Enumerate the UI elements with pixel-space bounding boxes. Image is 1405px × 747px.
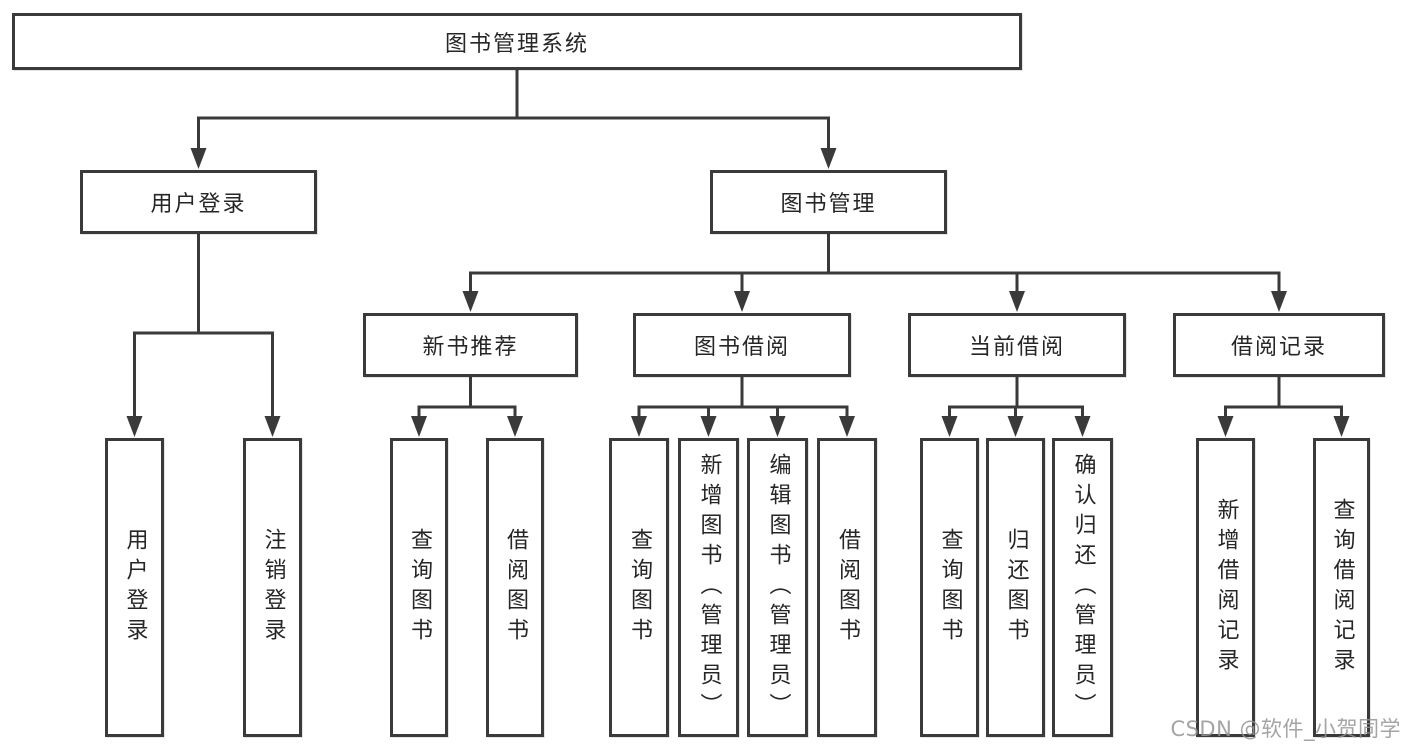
node-root: 图书管理系统	[12, 13, 1022, 70]
node-leaf-user-login: 用户登录	[105, 438, 164, 737]
node-leaf-nb-query-books: 查询图书	[390, 438, 448, 737]
node-leaf-cb-return-books: 归还图书	[986, 438, 1045, 737]
node-leaf-rec-query-record: 查询借阅记录	[1313, 438, 1370, 737]
node-leaf-bb-edit-books-admin: 编辑图书（管理员）	[747, 438, 808, 737]
node-new-book-recommend: 新书推荐	[363, 313, 578, 377]
node-book-borrow: 图书借阅	[633, 313, 851, 377]
node-leaf-logout: 注销登录	[243, 438, 302, 737]
csdn-watermark: CSDN @软件_小贺同学	[1170, 717, 1401, 741]
node-borrow-records: 借阅记录	[1173, 313, 1385, 377]
node-leaf-bb-add-books-admin: 新增图书（管理员）	[678, 438, 739, 737]
node-leaf-bb-borrow-books: 借阅图书	[817, 438, 877, 737]
node-leaf-rec-add-record: 新增借阅记录	[1196, 438, 1255, 737]
node-user-login: 用户登录	[80, 170, 317, 234]
node-leaf-bb-query-books: 查询图书	[609, 438, 669, 737]
node-current-borrow: 当前借阅	[908, 313, 1126, 377]
node-leaf-cb-confirm-return: 确认归还（管理员）	[1052, 438, 1113, 737]
node-leaf-nb-borrow-books: 借阅图书	[486, 438, 544, 737]
node-book-mgmt: 图书管理	[710, 170, 947, 234]
node-leaf-cb-query-books: 查询图书	[920, 438, 979, 737]
